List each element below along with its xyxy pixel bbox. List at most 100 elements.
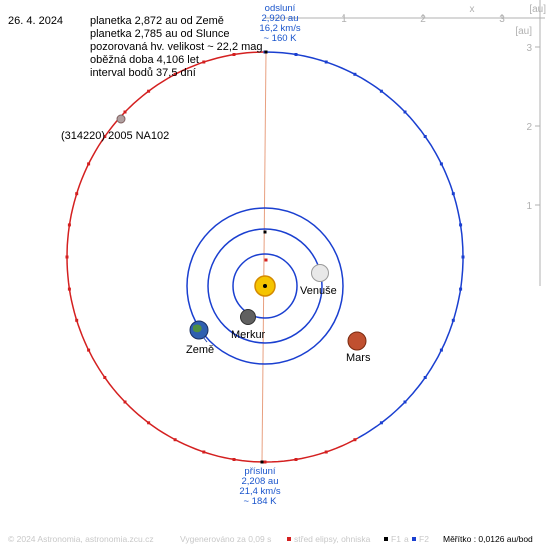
top-axis-tick-2: 2 bbox=[420, 14, 426, 25]
footer-legend-center: střed elipsy, ohniska bbox=[294, 534, 371, 544]
orbit-position-dot bbox=[147, 89, 151, 93]
orbit-position-dot bbox=[423, 135, 427, 138]
perihelion-annotation: přísluní 2,208 au 21,4 km/s ~ 184 K bbox=[239, 466, 280, 507]
orbit-position-dot bbox=[173, 72, 177, 76]
perihelion-distance: 2,208 au bbox=[242, 476, 279, 487]
footer-legend-f1: F1 bbox=[391, 534, 401, 544]
orbit-position-dot bbox=[459, 287, 463, 291]
asteroid-marker bbox=[116, 114, 126, 124]
orbit-position-dot bbox=[294, 53, 298, 56]
aphelion-speed: 16,2 km/s bbox=[259, 23, 300, 34]
mars-label: Mars bbox=[346, 352, 371, 364]
footer-copyright: © 2024 Astronomia, astronomia.zcu.cz bbox=[8, 534, 154, 544]
mercury-orbit bbox=[232, 253, 298, 319]
orbit-position-dot bbox=[173, 438, 177, 442]
legend-center-swatch bbox=[287, 537, 291, 541]
orbit-position-dot bbox=[67, 287, 71, 291]
orbit-position-dot bbox=[67, 223, 71, 227]
orbit-position-dot bbox=[324, 450, 328, 454]
aphelion-temperature: ~ 160 K bbox=[263, 33, 297, 44]
info-block: planetka 2,872 au od Země planetka 2,785… bbox=[90, 15, 263, 79]
orbit-position-dot bbox=[423, 376, 427, 379]
perihelion-title: přísluní bbox=[244, 466, 276, 477]
footer-legend-f2: F2 bbox=[419, 534, 429, 544]
top-axis-tick-1: 1 bbox=[341, 14, 347, 25]
legend-f2-swatch bbox=[412, 537, 416, 541]
info-line-period: oběžná doba 4,106 let bbox=[90, 54, 199, 66]
perihelion-temperature: ~ 184 K bbox=[243, 496, 277, 507]
orbit-position-dot bbox=[403, 110, 407, 114]
orbit-position-dot bbox=[439, 348, 443, 352]
asteroid-orbit-red-arc bbox=[66, 51, 359, 463]
orbit-position-dot bbox=[232, 458, 236, 461]
orbit-position-dot bbox=[87, 348, 91, 352]
orbit-position-dot bbox=[202, 450, 206, 454]
orbit-position-dot bbox=[353, 72, 357, 76]
right-axis-tick-2: 2 bbox=[526, 122, 532, 133]
orbit-position-dot bbox=[403, 400, 407, 404]
venus-label: Venuše bbox=[300, 285, 337, 297]
right-axis-unit: [au] bbox=[515, 26, 532, 37]
orbit-position-dot bbox=[103, 135, 107, 138]
mercury-label: Merkur bbox=[231, 329, 266, 341]
orbit-position-dot bbox=[353, 438, 357, 442]
earth-pointer bbox=[202, 336, 208, 343]
top-axis-unit: [au] bbox=[529, 4, 546, 15]
right-axis-tick-1: 1 bbox=[526, 201, 532, 212]
orbit-position-dot bbox=[324, 60, 328, 64]
aphelion-annotation: odsluní 2,920 au 16,2 km/s ~ 160 K bbox=[259, 3, 300, 44]
focus-marker bbox=[264, 258, 268, 262]
aphelion-distance: 2,920 au bbox=[262, 13, 299, 24]
earth-planet bbox=[189, 320, 209, 340]
orbit-position-dot bbox=[379, 421, 383, 425]
date-label: 26. 4. 2024 bbox=[8, 15, 63, 27]
right-axis bbox=[535, 0, 541, 286]
top-axis-label: x bbox=[470, 4, 475, 15]
earth-orbit bbox=[186, 207, 344, 365]
orbit-position-dot bbox=[202, 60, 206, 64]
mars-planet bbox=[347, 331, 367, 351]
orbit-position-dot bbox=[294, 458, 298, 461]
orbit-position-dot bbox=[65, 255, 69, 259]
orbit-position-dot bbox=[123, 400, 127, 404]
apsis-line bbox=[261, 51, 267, 463]
center-marker bbox=[263, 230, 267, 234]
aphelion-title: odsluní bbox=[265, 3, 296, 14]
aphelion-marker bbox=[264, 50, 268, 54]
info-line-magnitude: pozorovaná hv. velikost ~ 22,2 mag bbox=[90, 41, 263, 53]
orbit-position-dot bbox=[439, 162, 443, 166]
asteroid-orbit-blue-arc bbox=[264, 51, 464, 439]
orbit-position-dot bbox=[379, 89, 383, 93]
info-line-distance-sun: planetka 2,785 au od Slunce bbox=[90, 28, 229, 40]
orbit-position-dot bbox=[87, 162, 91, 166]
orbit-position-dot bbox=[75, 192, 79, 196]
legend-f1-swatch bbox=[384, 537, 388, 541]
earth-label: Země bbox=[186, 344, 214, 356]
venus-orbit bbox=[207, 228, 323, 344]
orbit-position-dot bbox=[147, 421, 151, 425]
info-line-interval: interval bodů 37,5 dní bbox=[90, 67, 196, 79]
info-line-distance-earth: planetka 2,872 au od Země bbox=[90, 15, 224, 27]
orbit-position-dot bbox=[451, 318, 455, 322]
top-axis bbox=[265, 14, 545, 19]
footer-legend-a: a bbox=[404, 534, 409, 544]
orbit-position-dot bbox=[75, 318, 79, 322]
orbit-position-dot bbox=[459, 223, 463, 227]
top-axis-tick-3: 3 bbox=[499, 14, 505, 25]
orbit-position-dot bbox=[232, 53, 236, 56]
perihelion-speed: 21,4 km/s bbox=[239, 486, 280, 497]
orbit-position-dot bbox=[461, 255, 465, 259]
orbit-position-dot bbox=[103, 376, 107, 379]
footer-scale: Měřítko : 0,0126 au/bod bbox=[443, 534, 533, 544]
footer-generated: Vygenerováno za 0,09 s bbox=[180, 534, 271, 544]
mercury-planet bbox=[240, 309, 256, 325]
venus-planet bbox=[311, 264, 329, 282]
perihelion-marker bbox=[260, 460, 264, 464]
orbit-position-dot bbox=[123, 110, 127, 114]
orbit-position-dot bbox=[451, 192, 455, 196]
orbit-position-dot bbox=[263, 460, 267, 464]
sun bbox=[254, 275, 276, 297]
footer: © 2024 Astronomia, astronomia.zcu.cz Vyg… bbox=[8, 534, 533, 544]
right-axis-tick-3: 3 bbox=[526, 43, 532, 54]
